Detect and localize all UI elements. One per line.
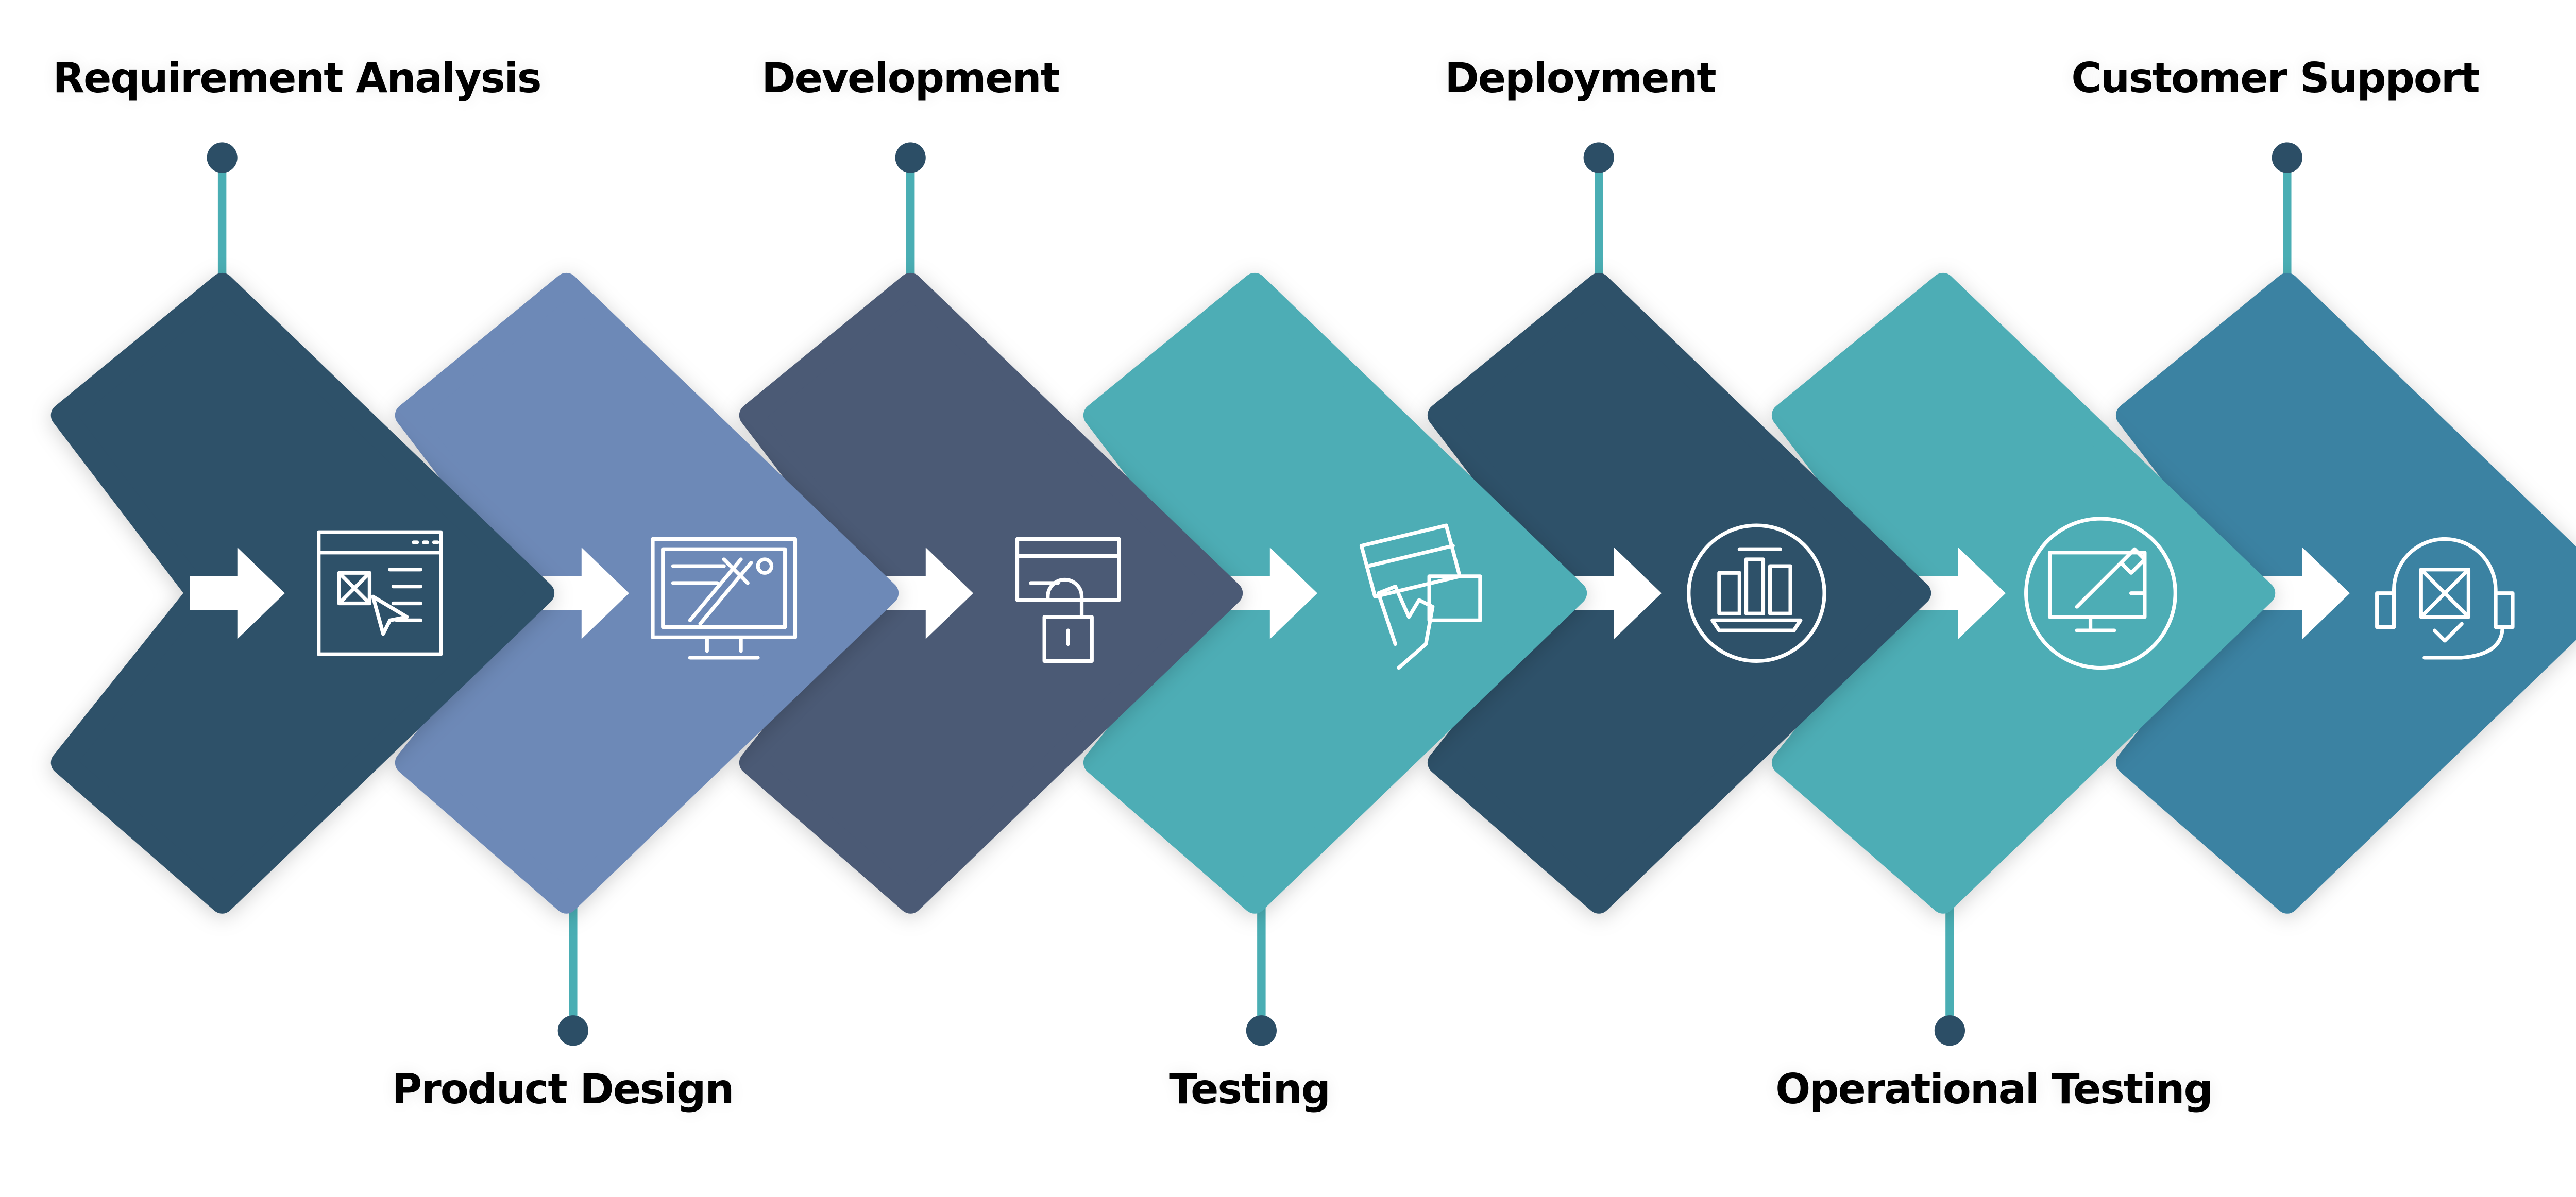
headset-icon (2375, 537, 2515, 660)
chevron-step-1 (50, 142, 555, 914)
browser-cursor-icon (317, 530, 443, 656)
connector-dot (1583, 142, 1614, 173)
arrow-right-icon (1910, 547, 2006, 639)
connector-dot (2272, 142, 2302, 173)
arrow-right-icon (1222, 547, 1317, 639)
card-lock-icon (1015, 537, 1121, 663)
connector-dot (1934, 1015, 1965, 1046)
arrow-right-icon (534, 547, 629, 639)
connector-dot (895, 142, 926, 173)
step-label-product-design: Product Design (392, 1065, 735, 1113)
connector-dot (557, 1015, 588, 1046)
step-label-requirement-analysis: Requirement Analysis (53, 54, 542, 102)
laptop-circle-icon (1687, 523, 1826, 663)
monitor-tools-icon (2024, 517, 2177, 670)
step-label-deployment: Deployment (1445, 54, 1716, 102)
arrow-right-icon (878, 547, 973, 639)
step-label-testing: Testing (1169, 1065, 1331, 1113)
step-label-development: Development (761, 54, 1060, 102)
monitor-design-icon (651, 537, 798, 660)
connector-dot (207, 142, 238, 173)
arrow-right-icon (1566, 547, 1662, 639)
step-label-operational-testing: Operational Testing (1775, 1065, 2213, 1113)
connector-dot (1246, 1015, 1277, 1046)
hand-card-icon (1359, 523, 1482, 670)
step-label-customer-support: Customer Support (2071, 54, 2480, 102)
arrow-right-icon (190, 547, 285, 639)
